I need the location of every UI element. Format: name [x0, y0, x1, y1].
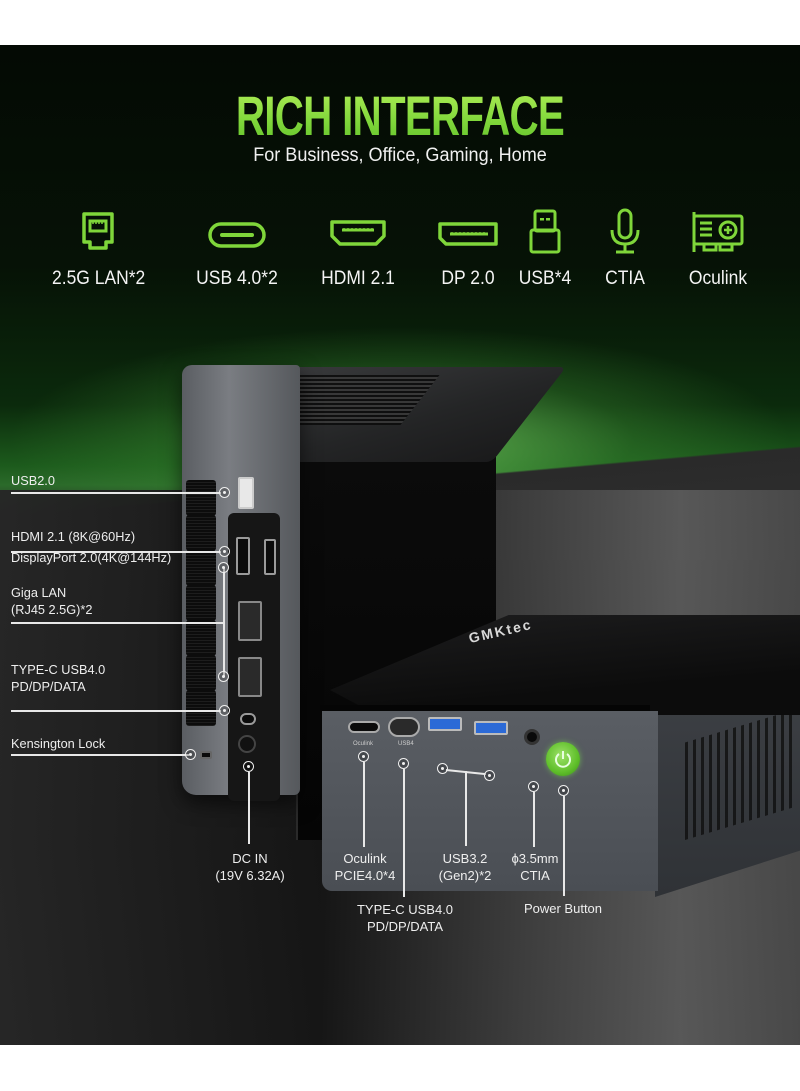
lan-port-2 [238, 657, 262, 697]
usb4-port-front [388, 717, 420, 737]
callout-audio: ϕ3.5mm CTIA [511, 851, 559, 883]
tower-vent [186, 655, 216, 691]
feature-dp: DP 2.0 [418, 208, 518, 290]
callout-line [223, 567, 225, 677]
usb3-port-1 [428, 717, 462, 731]
callout-dot [437, 763, 448, 774]
callout-dot [219, 705, 230, 716]
feature-label: 2.5G LAN*2 [52, 268, 146, 289]
usb-c-port-icon [208, 222, 266, 248]
displayport-port [264, 539, 276, 575]
feature-oculink: Oculink [668, 208, 768, 290]
feature-usb4: USB 4.0*2 [182, 208, 292, 290]
callout-dot [358, 751, 369, 762]
callout-dc-in: DC IN (19V 6.32A) [215, 851, 285, 883]
hdmi-port [236, 537, 250, 575]
callout-dot [219, 487, 230, 498]
callout-usbc-rear: TYPE-C USB4.0 PD/DP/DATA [11, 662, 106, 694]
tower-vent [186, 550, 216, 586]
lan-port-1 [238, 601, 262, 641]
callout-dot [218, 671, 229, 682]
kensington-lock-slot [200, 751, 212, 759]
displayport-icon [438, 222, 498, 246]
callout-line [11, 492, 221, 494]
callout-kensington: Kensington Lock [11, 736, 106, 751]
usb4-port-label: USB4 [398, 741, 414, 747]
expansion-card-icon [692, 212, 744, 252]
callout-line [563, 796, 565, 896]
tower-vent [186, 690, 216, 726]
callout-line [11, 754, 189, 756]
feature-lan: 2.5G LAN*2 [48, 208, 148, 290]
feature-label: USB 4.0*2 [196, 268, 278, 289]
usb-a-plug-icon [529, 209, 561, 254]
microphone-icon [610, 208, 640, 254]
box-front-panel [322, 711, 658, 891]
feature-hdmi: HDMI 2.1 [308, 208, 408, 290]
callout-dot [558, 785, 569, 796]
feature-ctia: CTIA [585, 208, 665, 290]
callout-hdmi-dp: HDMI 2.1 (8K@60Hz) DisplayPort 2.0(4K@14… [11, 529, 172, 565]
callout-line [465, 771, 467, 846]
power-icon [555, 751, 571, 768]
callout-dot [243, 761, 254, 772]
callout-dot [219, 546, 230, 557]
usb3-port-2 [474, 721, 508, 735]
power-button[interactable] [546, 742, 580, 776]
callout-dot [185, 749, 196, 760]
callout-line [11, 622, 224, 624]
callout-line [248, 772, 250, 844]
feature-usb: USB*4 [500, 208, 590, 290]
product-poster: RICH INTERFACE For Business, Office, Gam… [0, 45, 800, 1045]
callout-line [11, 710, 221, 712]
feature-icons-row: 2.5G LAN*2 USB 4.0*2 HDMI 2.1 DP 2.0 [40, 208, 770, 298]
dc-in-port [238, 735, 256, 753]
audio-jack [524, 729, 540, 745]
feature-label: DP 2.0 [441, 268, 495, 289]
ethernet-port-icon [82, 212, 114, 250]
page-title: RICH INTERFACE [112, 83, 688, 148]
callout-usb3: USB3.2 (Gen2)*2 [438, 851, 492, 883]
usb2-port [238, 477, 254, 509]
callout-lan: Giga LAN (RJ45 2.5G)*2 [11, 585, 93, 617]
feature-label: CTIA [605, 268, 645, 289]
tower-vent [186, 515, 216, 551]
callout-oculink: Oculink PCIE4.0*4 [334, 851, 396, 883]
callout-line [363, 762, 365, 847]
callout-dot [528, 781, 539, 792]
callout-dot [398, 758, 409, 769]
callout-power-button: Power Button [523, 901, 603, 916]
oculink-port [348, 721, 380, 733]
callout-usb2: USB2.0 [11, 473, 55, 488]
callout-line [533, 792, 535, 847]
feature-label: Oculink [688, 268, 748, 289]
tower-vent [186, 620, 216, 656]
callout-line [403, 769, 405, 897]
page-subtitle: For Business, Office, Gaming, Home [253, 145, 547, 166]
usbc-port-rear [240, 713, 256, 725]
box-top-edge [320, 705, 650, 715]
callout-usbc-front: TYPE-C USB4.0 PD/DP/DATA [356, 902, 454, 934]
feature-label: USB*4 [518, 268, 572, 289]
callout-line [11, 551, 221, 553]
tower-vent [186, 585, 216, 621]
oculink-port-label: Oculink [353, 741, 374, 747]
callout-dot [484, 770, 495, 781]
hdmi-port-icon [330, 220, 386, 246]
feature-label: HDMI 2.1 [321, 268, 395, 289]
tower-vent [186, 480, 216, 516]
callout-dot [218, 562, 229, 573]
